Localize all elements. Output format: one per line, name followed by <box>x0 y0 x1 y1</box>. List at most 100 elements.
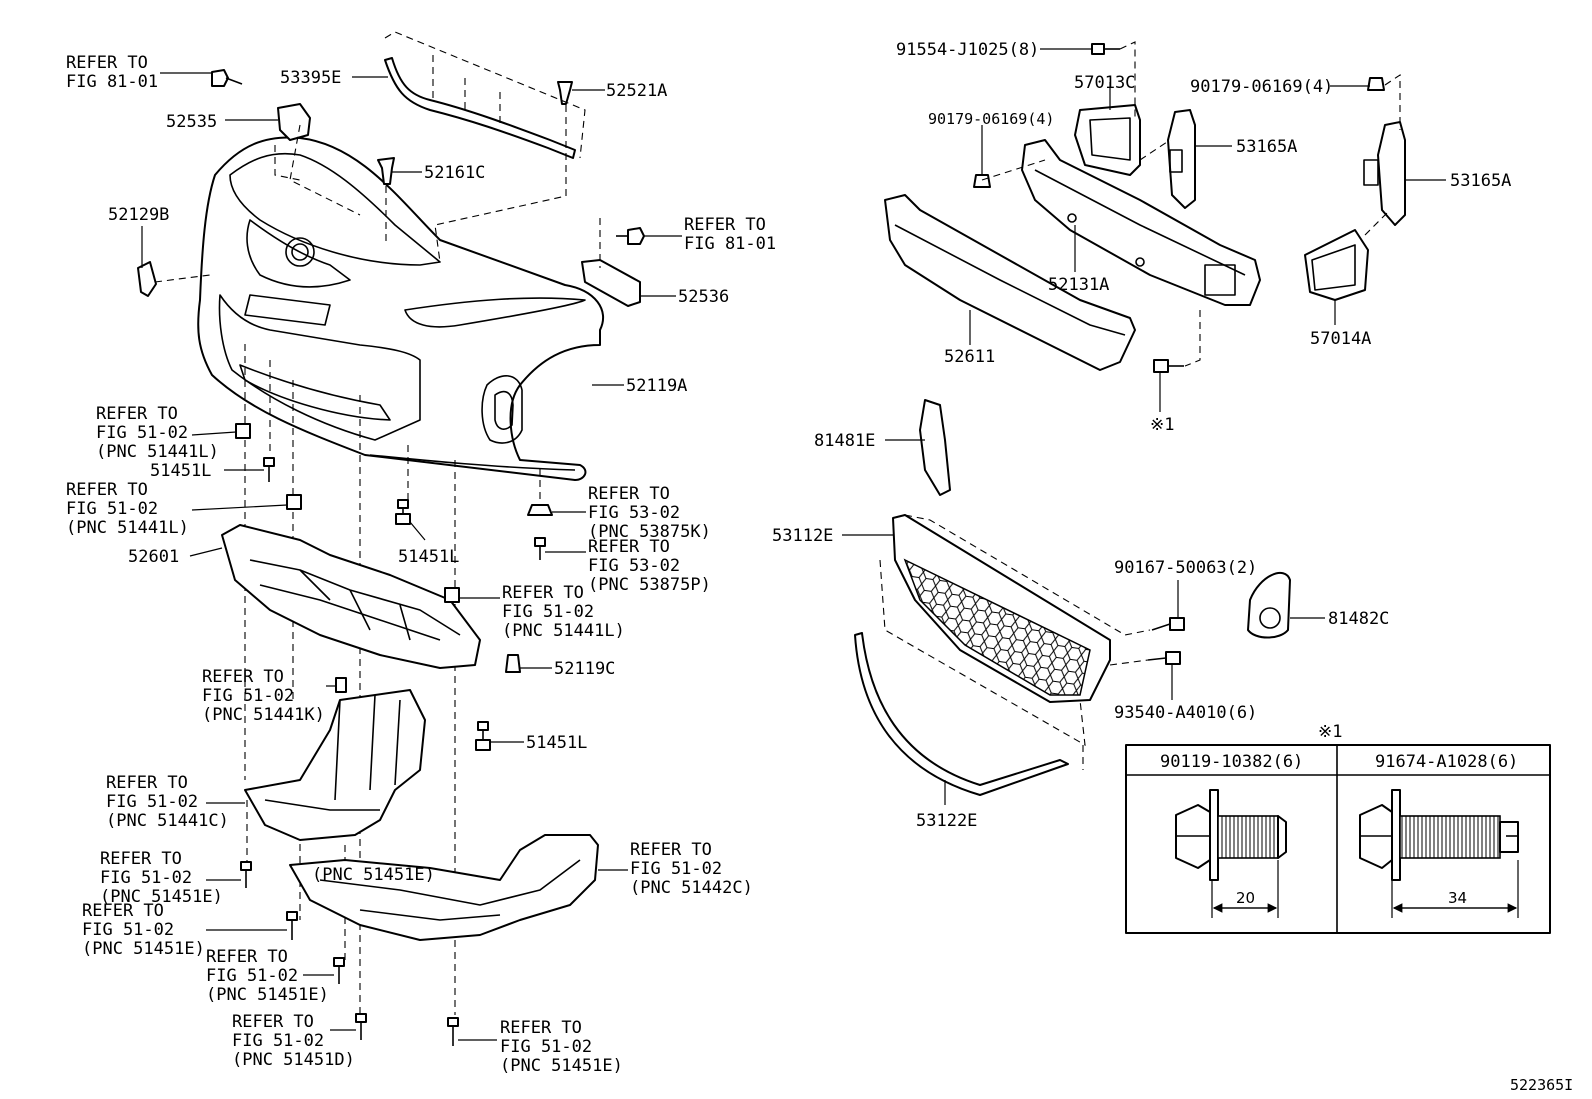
cap-52129B <box>137 261 157 297</box>
callout-52536: 52536 <box>678 287 729 307</box>
callout-line: 52536 <box>678 287 729 307</box>
callout-line: (PNC 51451E) <box>312 865 435 885</box>
callout-line: FIG 51-02 <box>96 423 188 443</box>
callout-line: 51451L <box>526 733 587 753</box>
callout-line: (PNC 51441L) <box>66 518 189 538</box>
callout-line: FIG 51-02 <box>66 499 158 519</box>
inset-mark: ※1 <box>1318 722 1342 742</box>
fastener-icons <box>235 423 553 1046</box>
callout-line: (PNC 51441L) <box>502 621 625 641</box>
callout-line: (PNC 51441K) <box>202 705 325 725</box>
callout-line: 81482C <box>1328 609 1389 629</box>
bolt-91674-icon <box>1359 789 1519 918</box>
callout-line: (PNC 51442C) <box>630 878 753 898</box>
callout-line: 57013C <box>1074 73 1135 93</box>
callout-line: FIG 51-02 <box>106 792 198 812</box>
garnish-strip-53395E <box>384 57 576 159</box>
bezel-81481E <box>919 399 951 496</box>
reinforcement-52131A <box>1021 139 1261 306</box>
callout-52129B: 52129B <box>108 205 169 225</box>
callout-line: REFER TO <box>500 1018 582 1038</box>
callout-line: FIG 81-01 <box>684 234 776 254</box>
assembly-guide-lines <box>981 41 1401 367</box>
callout-53165A-a: 53165A <box>1236 137 1297 157</box>
callout-81482C: 81482C <box>1328 609 1389 629</box>
callout-52119A: 52119A <box>626 376 687 396</box>
callout-52535: 52535 <box>166 112 217 132</box>
bolt-90119-icon <box>1175 789 1287 918</box>
callout-mark1-bolt: ※1 <box>1150 415 1174 435</box>
callout-line: 90167-50063(2) <box>1114 558 1257 578</box>
callout-52521A: 52521A <box>606 81 667 101</box>
callout-line: 93540-A4010(6) <box>1114 703 1257 723</box>
bumper-cover-52119A <box>197 136 605 481</box>
inset-header-91674: 91674-A1028(6) <box>1375 752 1518 772</box>
callout-line: FIG 51-02 <box>202 686 294 706</box>
callout-52601: 52601 <box>128 547 179 567</box>
callout-51451L-a: 51451L <box>150 461 211 481</box>
bracket-53165A <box>1363 121 1406 226</box>
callout-line: (PNC 51451D) <box>232 1050 355 1070</box>
callout-line: REFER TO <box>100 849 182 869</box>
callout-line: 52521A <box>606 81 667 101</box>
callout-line: (PNC 53875K) <box>588 522 711 542</box>
callout-line: 51451L <box>150 461 211 481</box>
under-cover-51441C <box>244 689 426 841</box>
inset-table: ※1 90119-10382(6) 91674-A1028(6) 20 <box>1125 722 1551 934</box>
callout-line: 57014A <box>1310 329 1371 349</box>
callout-line: (PNC 51441L) <box>96 442 219 462</box>
callout-line: (PNC 51441C) <box>106 811 229 831</box>
callout-line: FIG 51-02 <box>100 868 192 888</box>
inset-header-90119: 90119-10382(6) <box>1160 752 1303 772</box>
callout-line: FIG 51-02 <box>232 1031 324 1051</box>
callout-line: 52119C <box>554 659 615 679</box>
callout-51451L-b: 51451L <box>398 547 459 567</box>
callout-line: ※1 <box>1150 415 1174 435</box>
callout-93540-A4010: 93540-A4010(6) <box>1114 703 1257 723</box>
callout-line: 81481E <box>814 431 875 451</box>
callout-line: REFER TO <box>588 537 670 557</box>
callout-line: FIG 51-02 <box>500 1037 592 1057</box>
molding-53122E <box>854 632 1069 796</box>
under-cover-51442C <box>289 834 599 941</box>
callout-line: (PNC 51451E) <box>206 985 329 1005</box>
fastener-icons <box>1147 617 1185 665</box>
callout-53122E: 53122E <box>916 811 977 831</box>
callout-91554-J1025: 91554-J1025(8) <box>896 40 1039 60</box>
callout-line: FIG 51-02 <box>206 966 298 986</box>
callout-line: FIG 81-01 <box>66 72 158 92</box>
callout-90179-left: 90179-06169(4) <box>928 110 1054 128</box>
callout-52611: 52611 <box>944 347 995 367</box>
callout-line: 53395E <box>280 68 341 88</box>
callout-52131A: 52131A <box>1048 275 1109 295</box>
callout-line: 52161C <box>424 163 485 183</box>
callout-line: 52131A <box>1048 275 1109 295</box>
callout-line: 53165A <box>1236 137 1297 157</box>
assembly-guide-lines <box>879 514 1151 770</box>
callout-90167-50063: 90167-50063(2) <box>1114 558 1257 578</box>
inset-dimension-34: 34 <box>1448 889 1467 907</box>
callout-line: REFER TO <box>588 484 670 504</box>
callout-line: 53165A <box>1450 171 1511 191</box>
callout-line: (PNC 51451E) <box>82 939 205 959</box>
callout-line: REFER TO <box>630 840 712 860</box>
leader-lines <box>141 48 1446 1041</box>
callout-52119C: 52119C <box>554 659 615 679</box>
bracket-52535 <box>277 103 311 141</box>
callout-line: FIG 51-02 <box>82 920 174 940</box>
callout-52161C: 52161C <box>424 163 485 183</box>
diagram-id: 522365I <box>1510 1076 1573 1094</box>
bracket-57014A <box>1304 229 1369 301</box>
clip-icon <box>557 81 573 105</box>
callout-51451L-c: 51451L <box>526 733 587 753</box>
